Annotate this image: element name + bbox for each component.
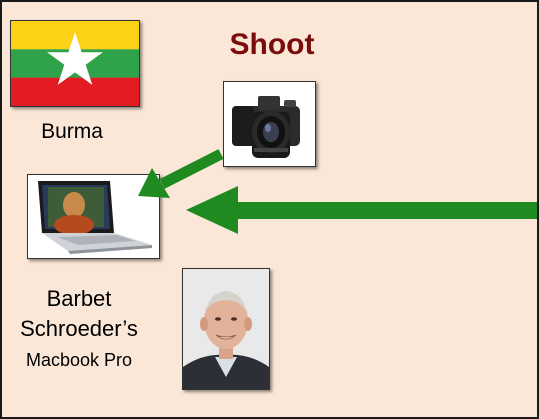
burma-flag — [10, 20, 140, 107]
laptop-photo — [27, 174, 160, 259]
camera-to-laptop-arrow — [138, 149, 224, 198]
flag-label: Burma — [41, 120, 103, 143]
star-icon — [47, 32, 103, 85]
diagram-title: Shoot — [229, 28, 315, 61]
burma-flag-image — [11, 21, 139, 106]
caption-line-2: Schroeder’s — [20, 316, 138, 341]
person-icon — [183, 269, 269, 389]
laptop-caption: Barbet Schroeder’s Macbook Pro — [14, 285, 144, 375]
portrait-photo — [182, 268, 270, 390]
camera-photo — [223, 81, 316, 167]
caption-line-3: Macbook Pro — [25, 350, 133, 370]
camera-icon — [224, 82, 315, 166]
laptop-icon — [28, 175, 159, 258]
caption-line-1: Barbet — [46, 286, 112, 311]
incoming-arrow — [186, 186, 537, 234]
